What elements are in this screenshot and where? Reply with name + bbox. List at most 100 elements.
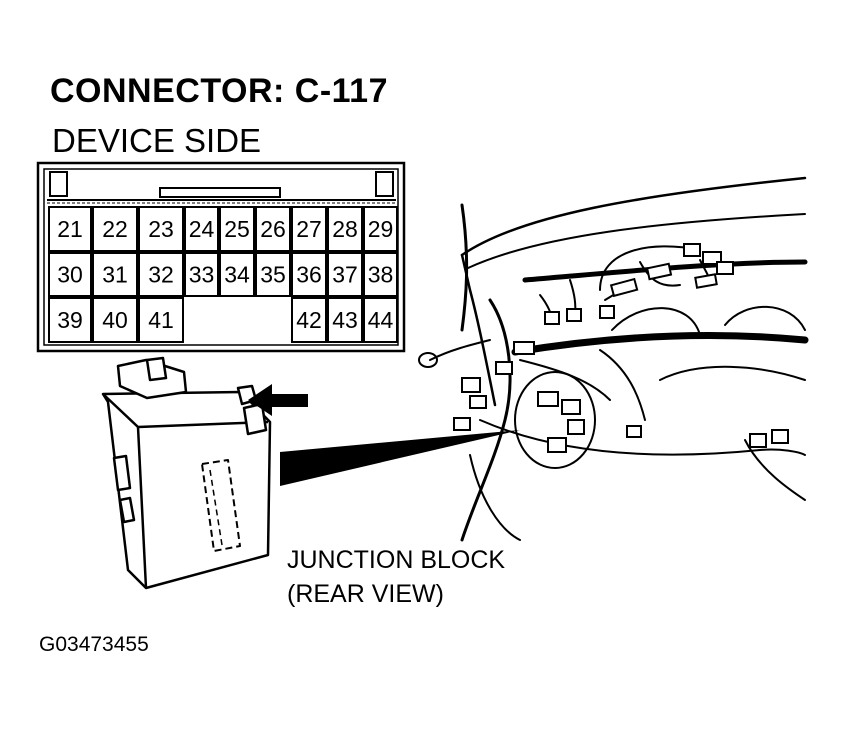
harness-connector-16 [567,419,585,435]
connector-pin-number: 38 [368,262,394,288]
connector-pin-cavity [363,206,398,252]
location-arrow-icon [248,384,308,416]
junction-block-window-divider [209,469,223,546]
connector-pin-number: 35 [260,262,286,288]
harness-branch-right [519,359,611,401]
junction-block [101,356,272,590]
connector-pin-cavity [255,206,291,252]
connector-pin-cavity [138,252,184,297]
junction-block-front-edge [136,426,148,589]
dash-top-contour [460,176,807,257]
connector-pin-number: 26 [260,216,286,242]
harness-connector-6 [683,243,701,257]
harness-connector-17 [547,437,567,453]
connector-pin-number: 39 [57,307,83,333]
connector-pin-cavity [327,252,363,297]
connector-pin-number: 33 [189,262,215,288]
connector-pin-cavity [138,297,184,343]
connector-pin-cavity [291,297,327,343]
connector-face [36,161,406,353]
connector-lock-tab-left [49,171,68,197]
harness-connector-8 [716,261,734,275]
connector-pin-cavity [327,206,363,252]
connector-pin-cavity [327,297,363,343]
location-leader-wedge [280,430,520,486]
connector-pin-cavity [138,206,184,252]
connector-pin-cavity [255,252,291,297]
figure-id: G03473455 [39,633,149,656]
connector-pin-number: 24 [189,216,215,242]
connector-pin-cavity [291,252,327,297]
harness-connector-3 [599,305,615,319]
connector-pin-number: 36 [296,262,322,288]
harness-connector-9 [694,273,718,289]
connector-pin-number: 43 [332,307,358,333]
connector-pin-cavity [48,252,92,297]
dash-upper-contour [467,213,806,269]
harness-connector-14 [537,391,559,407]
dashboard-illustration [418,176,809,542]
connector-pin-cavity [291,206,327,252]
connector-pin-number: 37 [332,262,358,288]
dash-mid-contour [659,365,806,381]
connector-pin-number: 32 [148,262,174,288]
connector-title: CONNECTOR: C-117 [50,72,388,110]
connector-pin-number: 27 [296,216,322,242]
harness-connector-21 [771,429,789,444]
junction-block-side-latch [242,402,268,436]
junction-block-label: JUNCTION BLOCK [287,546,506,574]
harness-connector-15 [561,399,581,415]
connector-outline [36,161,406,353]
connector-lock-tab-right [375,171,394,197]
junction-block-mount-lower [112,454,132,492]
connector-pin-cavity [363,252,398,297]
harness-connector-18 [453,417,471,431]
dash-left-contour [460,253,497,407]
harness-lead-3 [639,261,681,287]
connector-pin-number: 23 [148,216,174,242]
harness-connector-13 [495,361,513,375]
connector-pin-number: 29 [368,216,394,242]
dash-right-edge [744,439,806,501]
cluster-opening-left [611,307,701,336]
harness-connector-2 [566,308,582,322]
harness-connector-10 [513,341,535,355]
connector-pin-number: 44 [368,307,394,333]
connector-pin-number: 34 [224,262,250,288]
connector-subtitle: DEVICE SIDE [52,122,262,159]
connector-pin-number: 41 [148,307,174,333]
connector-pin-cavity [92,252,138,297]
harness-branch-cluster [599,349,646,421]
connector-pin-cavity [48,297,92,343]
connector-pin-number: 21 [57,216,83,242]
steering-column-opening [514,371,596,469]
connector-pin-number: 42 [296,307,322,333]
cluster-opening-right [724,305,806,331]
dash-lower-contour [479,419,806,456]
harness-connector-4 [609,277,639,298]
junction-block-view-label: (REAR VIEW) [287,580,444,608]
connector-pin-cavity [184,206,219,252]
harness-branch-top [460,203,469,332]
connector-pin-cavity [184,252,219,297]
connector-pin-cavity [219,252,255,297]
connector-pin-number: 28 [332,216,358,242]
connector-pin-number: 25 [224,216,250,242]
harness-connector-19 [626,425,642,438]
harness-connector-5 [646,262,673,281]
connector-pin-number: 22 [102,216,128,242]
connector-pin-cavity [92,206,138,252]
connector-pin-cavity [48,206,92,252]
connector-pin-number: 40 [102,307,128,333]
junction-block-clip [145,356,168,382]
harness-connector-20 [749,433,767,448]
main-harness-lower [511,332,809,356]
harness-connector-1 [544,311,560,325]
grommet [418,352,438,368]
junction-block-mount-bottom [118,496,136,524]
connector-pin-cavity [363,297,398,343]
harness-grommet-wire [429,339,491,361]
connector-pin-number: 31 [102,262,128,288]
junction-block-connector-window [201,459,241,552]
